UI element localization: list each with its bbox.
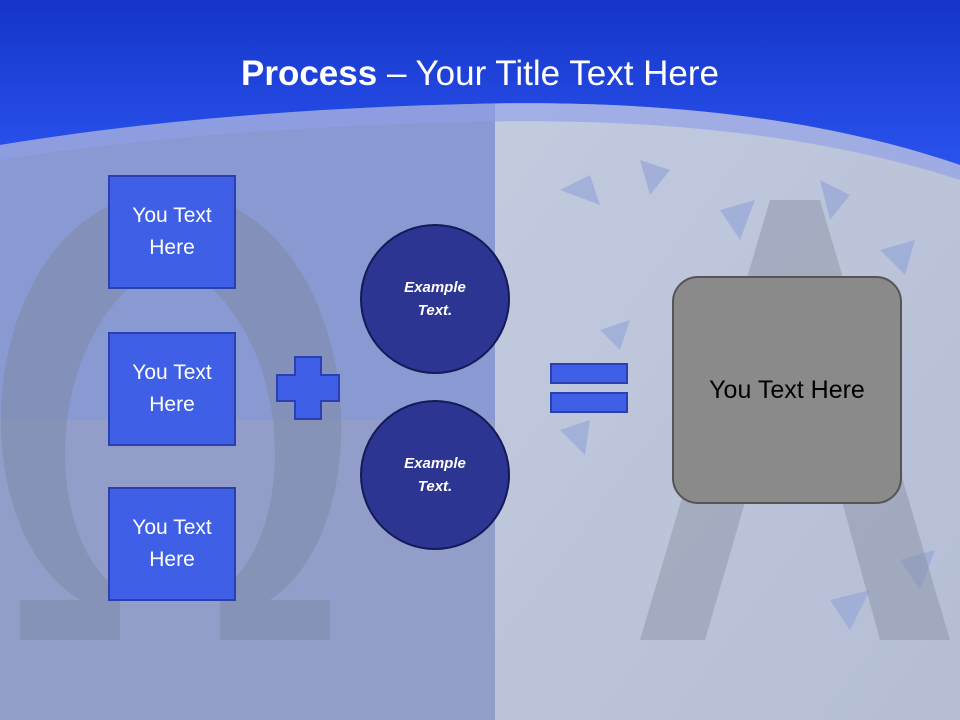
- plus-joint: [278, 376, 338, 400]
- text-box-2[interactable]: You Text Here: [108, 332, 236, 446]
- title-bold: Process: [241, 54, 378, 93]
- example-circle-1[interactable]: Example Text.: [360, 224, 510, 374]
- example-circle-2-label: Example Text.: [404, 455, 466, 495]
- equals-bottom-bar: [550, 392, 628, 413]
- text-box-1[interactable]: You Text Here: [108, 175, 236, 289]
- equals-top-bar: [550, 363, 628, 384]
- example-circle-1-label: Example Text.: [404, 279, 466, 319]
- text-box-3[interactable]: You Text Here: [108, 487, 236, 601]
- result-box[interactable]: You Text Here: [672, 276, 902, 504]
- slide-title: Process – Your Title Text Here: [0, 50, 960, 98]
- example-circle-2[interactable]: Example Text.: [360, 400, 510, 550]
- title-rest: – Your Title Text Here: [377, 54, 719, 93]
